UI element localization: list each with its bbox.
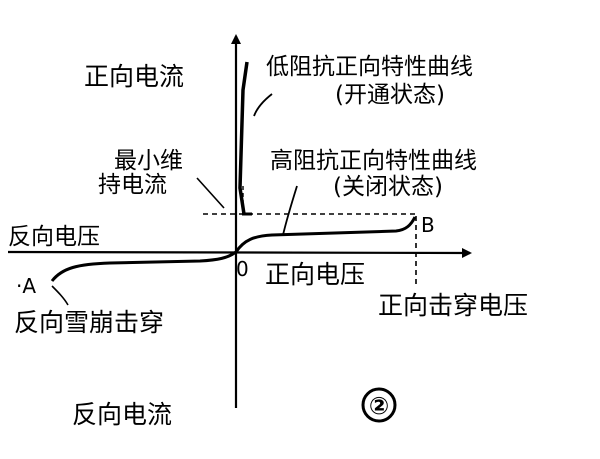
- holding-current-label-line2: 持电流: [98, 172, 167, 198]
- low-impedance-curve-label: 低阻抗正向特性曲线: [266, 54, 473, 80]
- reverse-current-label: 反向电流: [72, 400, 173, 429]
- figure-number-circle: [361, 387, 397, 423]
- avalanche-breakdown-leader: [51, 285, 69, 306]
- figure-number-label: ②: [367, 390, 390, 416]
- forward-current-label: 正向电流: [84, 62, 185, 91]
- point-b-label: B: [421, 213, 435, 237]
- figure-number-digit: ②: [369, 392, 389, 420]
- origin-label: 0: [236, 257, 249, 281]
- forward-breakdown-voltage-label: 正向击穿电压: [378, 291, 529, 320]
- high-impedance-curve-label: 高阻抗正向特性曲线: [270, 148, 477, 174]
- holding-current-label-line1: 最小维: [114, 148, 183, 174]
- low-impedance-state-label: (开通状态): [335, 82, 445, 108]
- high-impedance-state-label: (关闭状态): [333, 174, 443, 200]
- reverse-voltage-label: 反向电压: [8, 224, 100, 250]
- high-impedance-leader: [282, 185, 298, 236]
- high-impedance-curve: [234, 216, 417, 253]
- reverse-avalanche-breakdown-label: 反向雪崩击穿: [14, 308, 165, 337]
- holding-current-leader: [196, 177, 225, 209]
- reverse-characteristic-curve: [50, 250, 237, 282]
- low-impedance-leader: [253, 93, 273, 117]
- point-a-label: ·A: [16, 274, 37, 298]
- forward-voltage-label: 正向电压: [265, 260, 366, 289]
- voltage-axis: [7, 247, 472, 258]
- low-impedance-curve: [238, 61, 249, 215]
